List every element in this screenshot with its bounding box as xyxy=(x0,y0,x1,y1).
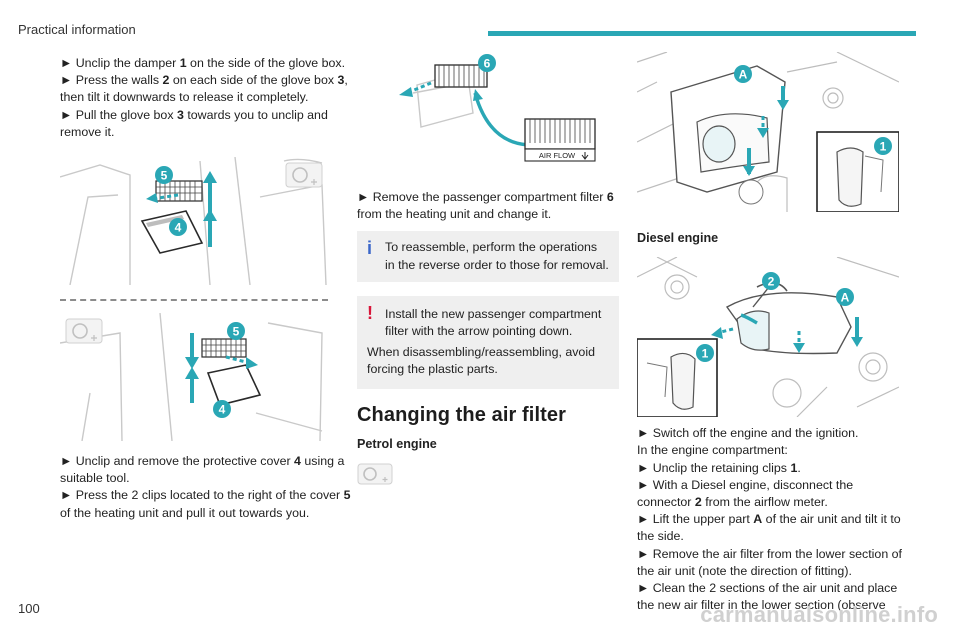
callout-a: A xyxy=(734,65,752,83)
watermark: carmanualsonline.info xyxy=(700,602,938,627)
svg-text:4: 4 xyxy=(175,221,182,235)
instruction-paragraph: ► Remove the air filter from the lower s… xyxy=(637,546,907,580)
svg-text:6: 6 xyxy=(484,57,491,71)
cabin-filter-illustration: AIR FLOW 6 xyxy=(397,53,597,181)
paragraph-text: of the air unit and tilt it to the side. xyxy=(637,512,901,544)
callout-5: 5 xyxy=(155,166,173,185)
part-reference: 2 xyxy=(694,495,702,510)
paragraph-text: ► Lift the upper part xyxy=(637,512,754,527)
paragraph-text: of the heating unit and pull it out towa… xyxy=(60,505,310,520)
figure-divider xyxy=(60,299,328,302)
header-accent-bar xyxy=(488,31,916,36)
callout-1: 1 xyxy=(874,137,892,155)
instruction-paragraph: ► Unclip and remove the protective cover… xyxy=(60,453,352,487)
info-icon: i xyxy=(367,238,373,259)
svg-text:A: A xyxy=(739,68,748,82)
left-column: ► Unclip the damper 1 on the side of the… xyxy=(59,55,352,522)
callout-4: 4 xyxy=(169,218,187,237)
part-reference: 1 xyxy=(790,460,798,475)
svg-text:4: 4 xyxy=(219,403,226,417)
part-reference: 3 xyxy=(176,107,184,122)
airflow-label: AIR FLOW xyxy=(539,151,576,160)
paragraph-text: using a suitable tool. xyxy=(60,454,345,486)
callout-2: 2 xyxy=(762,272,780,291)
svg-text:1: 1 xyxy=(880,140,887,154)
callout-a: A xyxy=(836,288,854,307)
part-reference: A xyxy=(753,512,763,527)
callout-1: 1 xyxy=(696,344,714,363)
part-reference: 6 xyxy=(606,190,614,204)
callout-4: 4 xyxy=(213,400,231,419)
paragraph-text: In the engine compartment: xyxy=(637,443,788,458)
callout-6: 6 xyxy=(478,54,496,72)
warning-note-extra: When disassembling/reassembling, avoid f… xyxy=(367,345,595,377)
petrol-engine-illustration: A 1 xyxy=(636,51,900,213)
instruction-paragraph: ► Lift the upper part A of the air unit … xyxy=(637,511,907,545)
paragraph-text: ► Unclip and remove the protective cover xyxy=(60,454,295,469)
svg-text:1: 1 xyxy=(702,347,709,361)
paragraph-text: ► Unclip the damper xyxy=(60,56,180,70)
paragraph-text: , then tilt it downwards to release it c… xyxy=(60,73,348,105)
petrol-engine-heading: Petrol engine xyxy=(357,436,437,451)
warning-note: ! Install the new passenger compartment … xyxy=(357,295,619,389)
instruction-paragraph: ► Unclip the retaining clips 1. xyxy=(637,460,907,477)
paragraph-text: . xyxy=(797,460,801,475)
instruction-paragraph: ► Press the 2 clips located to the right… xyxy=(60,487,352,521)
left-instructions-after: ► Unclip and remove the protective cover… xyxy=(60,453,352,522)
paragraph-text: ► Pull the glove box xyxy=(60,107,177,122)
paragraph-text: ► Press the walls xyxy=(60,73,163,88)
paragraph-text: on each side of the glove box xyxy=(169,73,338,88)
steering-wheel-icon xyxy=(65,318,103,344)
right-column: A 1 Diesel engine xyxy=(636,51,907,614)
diesel-engine-illustration: 2 A 1 xyxy=(636,256,900,419)
instruction-paragraph: In the engine compartment: xyxy=(637,442,907,459)
middle-column: AIR FLOW 6 ► Remove the passenger compar… xyxy=(357,53,619,485)
paragraph-text: towards you to unclip and remove it. xyxy=(60,107,328,139)
page-number: 100 xyxy=(18,601,40,616)
paragraph-text: on the side of the glove box. xyxy=(186,56,346,70)
paragraph-text: from the heating unit and change it. xyxy=(357,207,552,222)
steering-wheel-icon xyxy=(357,463,393,485)
glove-box-cover-illustration-top: 5 4 xyxy=(59,156,328,286)
info-note: i To reassemble, perform the operations … xyxy=(357,231,619,282)
svg-text:2: 2 xyxy=(768,275,775,289)
part-reference: 1 xyxy=(179,56,187,70)
glove-box-cover-illustration-bottom: 5 4 xyxy=(59,312,328,442)
instruction-paragraph: ► Clean the 2 sections of the air unit a… xyxy=(637,580,907,614)
info-note-text: To reassemble, perform the operations in… xyxy=(385,240,609,272)
page-section-title: Practical information xyxy=(18,22,136,37)
paragraph-text: ► Clean the 2 sections of the air unit a… xyxy=(637,581,898,613)
part-reference: 3 xyxy=(337,73,345,88)
arrow-down-icon xyxy=(581,152,589,160)
paragraph-text: ► Press the 2 clips located to the right… xyxy=(60,488,344,503)
paragraph-text: ► Unclip the retaining clips xyxy=(637,460,791,475)
instruction-paragraph: ► Remove the passenger compartment filte… xyxy=(357,189,619,223)
warning-icon: ! xyxy=(367,302,373,323)
svg-text:A: A xyxy=(841,291,850,305)
instruction-paragraph: ► Switch off the engine and the ignition… xyxy=(637,425,907,442)
callout-5: 5 xyxy=(227,322,245,341)
warning-note-text: Install the new passenger compartment fi… xyxy=(385,306,602,339)
section-heading: Changing the air filter xyxy=(357,403,566,426)
paragraph-text: ► Switch off the engine and the ignition… xyxy=(637,426,859,441)
paragraph-text: ► With a Diesel engine, disconnect the c… xyxy=(637,477,854,510)
paragraph-text: ► Remove the air filter from the lower s… xyxy=(637,546,902,578)
part-reference: 5 xyxy=(343,488,351,503)
diesel-engine-heading: Diesel engine xyxy=(637,231,719,245)
svg-text:5: 5 xyxy=(161,169,168,183)
part-reference: 4 xyxy=(294,454,301,469)
instruction-paragraph: ► Press the walls 2 on each side of the … xyxy=(60,72,352,106)
part-reference: 2 xyxy=(162,73,170,88)
svg-text:5: 5 xyxy=(233,325,240,339)
instruction-paragraph: ► Pull the glove box 3 towards you to un… xyxy=(60,107,352,141)
paragraph-text: from the airflow meter. xyxy=(701,495,828,510)
middle-instruction: ► Remove the passenger compartment filte… xyxy=(357,189,619,223)
instruction-paragraph: ► Unclip the damper 1 on the side of the… xyxy=(60,55,352,72)
right-instructions: ► Switch off the engine and the ignition… xyxy=(637,425,907,614)
steering-wheel-icon xyxy=(285,162,323,188)
left-instructions: ► Unclip the damper 1 on the side of the… xyxy=(60,55,352,141)
paragraph-text: ► Remove the passenger compartment filte… xyxy=(357,190,607,204)
instruction-paragraph: ► With a Diesel engine, disconnect the c… xyxy=(637,477,907,511)
